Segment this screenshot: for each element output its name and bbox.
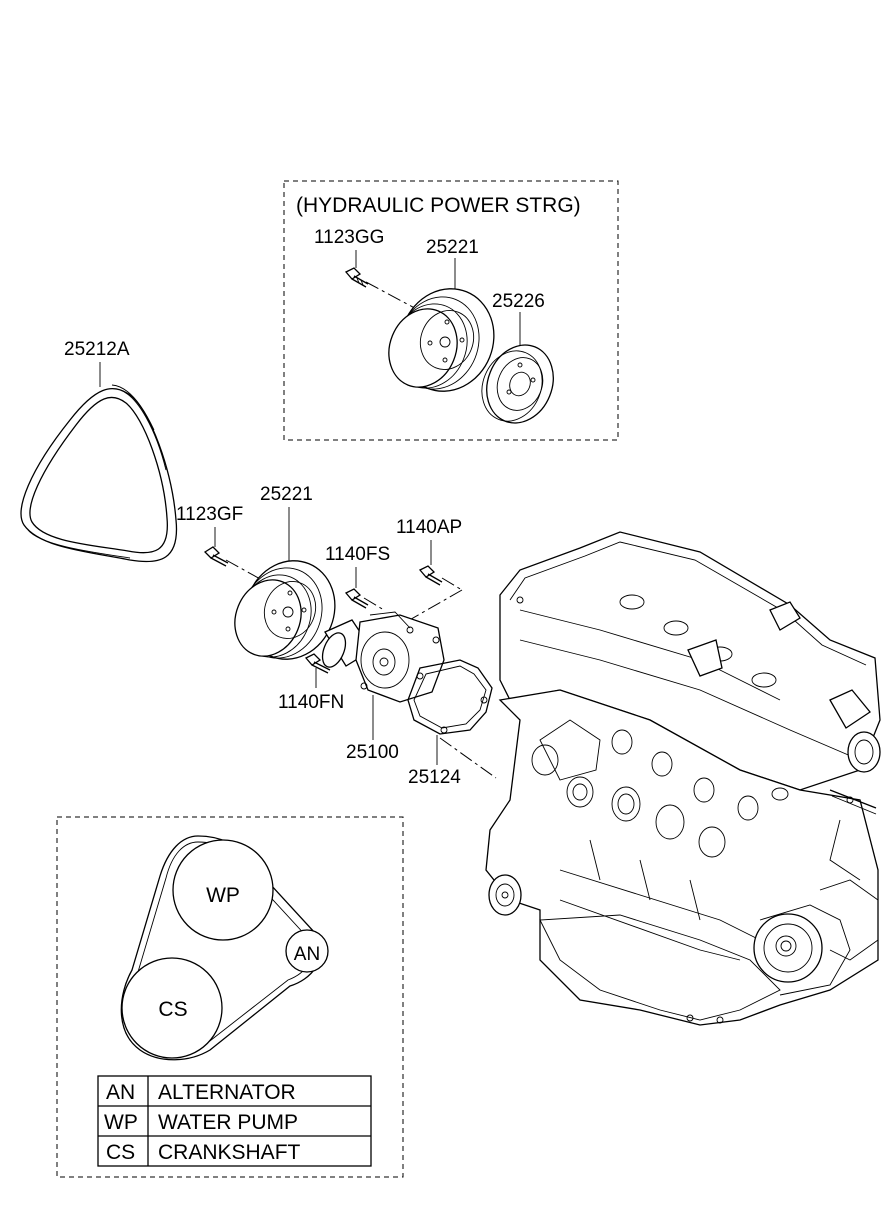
- drive-belt-group: 25212A: [20, 339, 178, 563]
- drive-belt-icon: [20, 384, 178, 563]
- pulley-an-icon: [285, 929, 329, 973]
- legend-table: AN ALTERNATOR WP WATER PUMP CS CRANKSHAF…: [97, 1075, 372, 1167]
- label-25221: 25221: [260, 484, 313, 505]
- legend-name-wp: WATER PUMP: [158, 1111, 298, 1134]
- water-pump-body-icon: [321, 611, 445, 703]
- belt-routing-group: WP AN CS AN ALTERNATOR WP WATER PUMP CS …: [56, 816, 404, 1178]
- pulley-25226-icon: [481, 344, 554, 424]
- label-1140FN: 1140FN: [278, 692, 344, 713]
- power-steering-box-frame: [283, 180, 619, 441]
- label-1123GG: 1123GG: [314, 227, 384, 248]
- bolt-1140FN-icon: [304, 653, 331, 674]
- label-25226: 25226: [492, 291, 545, 312]
- label-1123GF: 1123GF: [176, 504, 243, 525]
- label-25100: 25100: [346, 742, 399, 763]
- bolt-1123GG-icon: [344, 267, 369, 288]
- engine-block-icon: [485, 531, 881, 1026]
- legend-code-an: AN: [106, 1081, 135, 1104]
- power-steering-group: (HYDRAULIC POWER STRG) 1123GG 25221 2522…: [283, 180, 619, 441]
- legend-name-cs: CRANKSHAFT: [158, 1141, 301, 1164]
- pulley-wp-icon: [172, 839, 274, 941]
- label-25221-top: 25221: [426, 237, 479, 258]
- bolt-1140FS-icon: [344, 588, 369, 609]
- legend-code-cs: CS: [106, 1141, 135, 1164]
- label-1140AP: 1140AP: [396, 517, 462, 538]
- pulley-25221-top-icon: [388, 288, 495, 392]
- water-pump-group: 1123GF 25221 1140AP 1140FS 1140FN 25100 …: [176, 484, 497, 788]
- bolt-1123GF-icon: [203, 546, 229, 567]
- gasket-25124-icon: [407, 659, 493, 735]
- stud-1140AP-icon: [418, 565, 443, 586]
- label-25124: 25124: [408, 767, 461, 788]
- label-25212A: 25212A: [64, 339, 130, 360]
- pulley-25221-icon: [234, 560, 336, 660]
- pulley-an-label: AN: [294, 944, 320, 965]
- pulley-cs-icon: [121, 957, 223, 1059]
- label-1140FS: 1140FS: [325, 544, 390, 565]
- pulley-wp-label: WP: [206, 884, 240, 907]
- belt-routing-box-frame: [56, 816, 404, 1178]
- power-steering-title: (HYDRAULIC POWER STRG): [296, 194, 581, 217]
- legend-code-wp: WP: [104, 1111, 138, 1134]
- pulley-cs-label: CS: [158, 998, 187, 1021]
- legend-name-an: ALTERNATOR: [158, 1081, 296, 1104]
